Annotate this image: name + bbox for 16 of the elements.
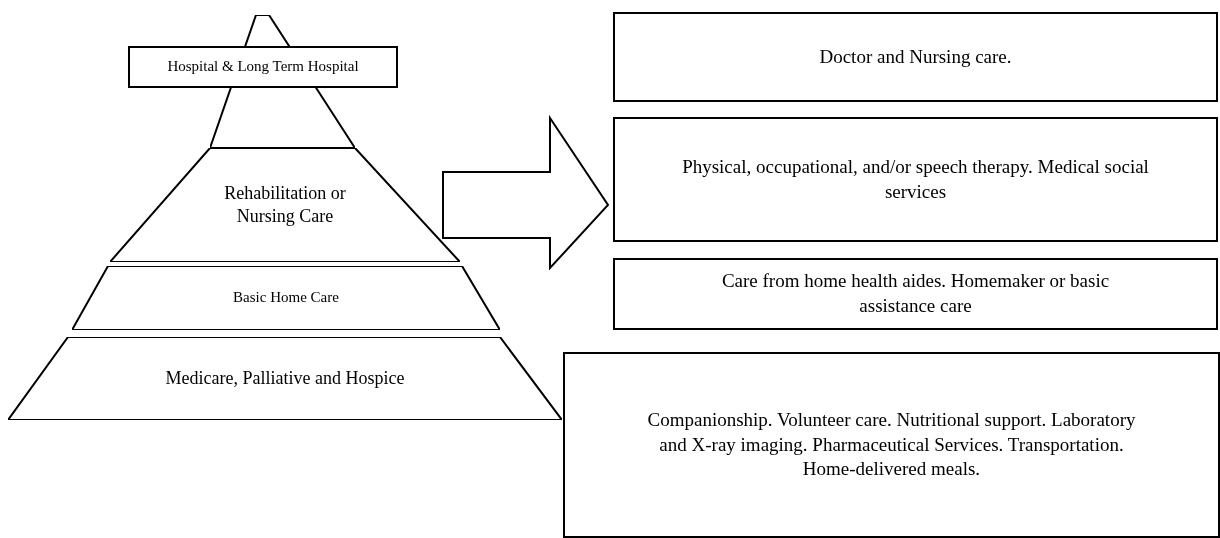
- info-box: [613, 117, 1218, 242]
- info-box: [128, 46, 398, 88]
- box-text: Companionship. Volunteer care. Nutritional support. Laboratory and X-ray imaging. Pharmaceutical Services. Transportation. Home-delivered meals.: [646, 407, 1137, 482]
- info-box: [563, 352, 1220, 538]
- block-arrow: [442, 114, 610, 271]
- box-text: Doctor and Nursing care.: [819, 44, 1012, 69]
- box-text: Physical, occupational, and/or speech therapy. Medical social services: [681, 154, 1150, 204]
- pyramid-tier: [8, 337, 562, 420]
- tier-label: Rehabilitation or Nursing Care: [223, 181, 347, 228]
- info-box: [613, 258, 1218, 330]
- box-text: Hospital & Long Term Hospital: [167, 57, 359, 77]
- tier-label: Medicare, Palliative and Hospice: [165, 366, 405, 390]
- tier-label: Basic Home Care: [233, 288, 339, 308]
- info-box: [613, 12, 1218, 102]
- box-text: Care from home health aides. Homemaker or basic assistance care: [720, 269, 1111, 318]
- pyramid-tier: [72, 266, 500, 330]
